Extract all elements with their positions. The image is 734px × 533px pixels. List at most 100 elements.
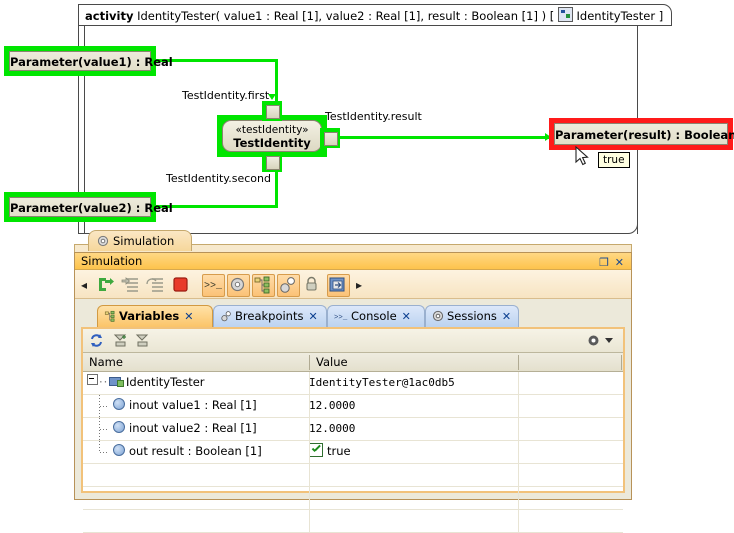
simulation-tabs: Variables✕ Breakpoints ✕ >>_ Console✕ [97,305,625,327]
breakpoints-icon[interactable] [277,274,300,297]
table-row[interactable]: ··IdentityTester IdentityTester@1ac0db5 [83,372,623,395]
table-row[interactable] [83,487,623,510]
parameter-node-result[interactable]: Parameter(result) : Boolean [549,118,734,150]
output-pin-result[interactable] [320,128,340,148]
input-pin-second[interactable] [262,152,282,172]
activity-keyword: activity [85,9,134,23]
input-pin-first[interactable] [262,101,282,121]
breakpoints-icon [220,308,232,328]
action-stereotype: «testIdentity» [235,124,309,136]
step-into-icon[interactable] [120,274,141,295]
column-divider-2[interactable] [518,355,519,370]
table-row[interactable]: inout value2 : Real [1] 12.0000 [83,418,623,441]
column-header-value[interactable]: Value [316,355,348,369]
edge-label-result: TestIdentity.result [325,110,422,123]
input-pin-first-body [266,105,280,119]
lock-icon[interactable] [302,274,323,295]
console-icon: >>_ [334,308,348,328]
edge-value1-horizontal [156,59,278,62]
column-header-name[interactable]: Name [89,355,123,369]
toolbar-right-chevron[interactable]: ▸ [356,278,363,292]
parameter-node-value2[interactable]: Parameter(value2) : Real [4,192,173,222]
run-icon[interactable] [95,274,116,295]
stop-icon[interactable] [170,274,191,295]
settings-gear-icon[interactable] [227,274,250,297]
tree-line [99,418,100,440]
parameter-node-result-label: Parameter(result) : Boolean [554,123,734,145]
mouse-cursor [575,146,589,166]
output-pin-result-body [324,132,338,146]
parameter-node-value1[interactable]: Parameter(value1) : Real [4,46,173,76]
tab-sessions[interactable]: Sessions ✕ [425,305,519,327]
activity-diagram-name: IdentityTester [576,9,656,23]
tab-console-close-icon[interactable]: ✕ [401,310,411,323]
tab-breakpoints-label: Breakpoints [235,309,304,323]
table-row[interactable] [83,464,623,487]
simulation-tab-strip [74,244,632,252]
table-row[interactable]: out result : Boolean [1] true [83,441,623,464]
tab-sessions-close-icon[interactable]: ✕ [501,310,512,323]
variables-toolbar [83,329,623,353]
tab-variables[interactable]: Variables✕ [97,305,213,327]
simulation-window: Simulation ❐ ✕ ◂ [74,252,632,533]
property-dot-icon [113,444,125,456]
row-label: IdentityTester [126,375,205,389]
gear-icon[interactable] [586,333,601,351]
tab-sessions-label: Sessions [447,309,497,323]
row-label: inout value1 : Real [1] [129,398,257,412]
activity-bracket-close: ] [658,9,664,23]
checkbox-checked-icon[interactable] [309,443,323,457]
tree-line [100,429,109,430]
step-over-icon[interactable] [145,274,166,295]
toolbar-left-chevron[interactable]: ◂ [81,278,88,292]
row-name-cell: inout value1 : Real [1] [113,395,257,417]
object-instance-icon [109,376,124,387]
restore-button[interactable]: ❐ [599,256,609,269]
row-divider-1 [309,372,310,394]
variables-pane: Name Value ··IdentityTester IdentityTest… [81,327,625,533]
property-dot-icon [113,398,125,410]
gear-dropdown-arrow-icon[interactable] [605,338,613,343]
table-header: Name Value [83,353,623,372]
row-value-cell[interactable]: true [309,441,351,463]
tab-console[interactable]: >>_ Console✕ [327,305,425,327]
variables-tree-icon[interactable] [252,274,275,297]
expander-collapse-icon[interactable] [87,374,98,385]
tab-simulation[interactable]: Simulation [88,230,192,251]
row-name-cell: ··IdentityTester [87,372,205,394]
action-name: TestIdentity [233,136,311,150]
row-divider-2 [518,464,519,486]
table-row[interactable]: inout value1 : Real [1] 12.0000 [83,395,623,418]
value-tooltip: true [598,152,630,168]
tree-line [99,395,100,417]
collapse-all-icon[interactable] [135,333,150,351]
row-divider-2 [518,510,519,532]
column-divider-3[interactable] [621,355,622,370]
console-icon[interactable]: >>_ [202,274,225,297]
tab-breakpoints-close-icon[interactable]: ✕ [308,310,318,323]
tab-variables-close-icon[interactable]: ✕ [184,310,194,323]
input-pin-second-body [266,156,280,170]
property-dot-icon [113,421,125,433]
tree-line [100,406,109,407]
tree-line [100,452,109,453]
column-divider-1[interactable] [309,355,310,370]
activity-diagram-icon [557,7,573,22]
action-node-body: «testIdentity» TestIdentity [222,120,322,152]
simulation-titlebar: Simulation ❐ ✕ [75,253,631,270]
row-divider-2 [518,418,519,440]
row-divider-1 [309,510,310,532]
tab-simulation-label: Simulation [113,234,175,248]
tab-breakpoints[interactable]: Breakpoints ✕ [213,305,327,327]
row-divider-2 [518,487,519,509]
action-node-testidentity[interactable]: «testIdentity» TestIdentity [217,115,327,157]
tree-line [99,441,100,452]
expand-all-icon[interactable] [113,333,128,351]
open-session-icon[interactable] [327,274,350,297]
close-button[interactable]: ✕ [614,256,624,269]
variables-tree-icon [104,308,116,328]
column-header-extra[interactable] [519,353,619,371]
row-value-cell: 12.0000 [309,422,356,435]
table-row[interactable] [83,510,623,533]
refresh-icon[interactable] [89,333,104,351]
